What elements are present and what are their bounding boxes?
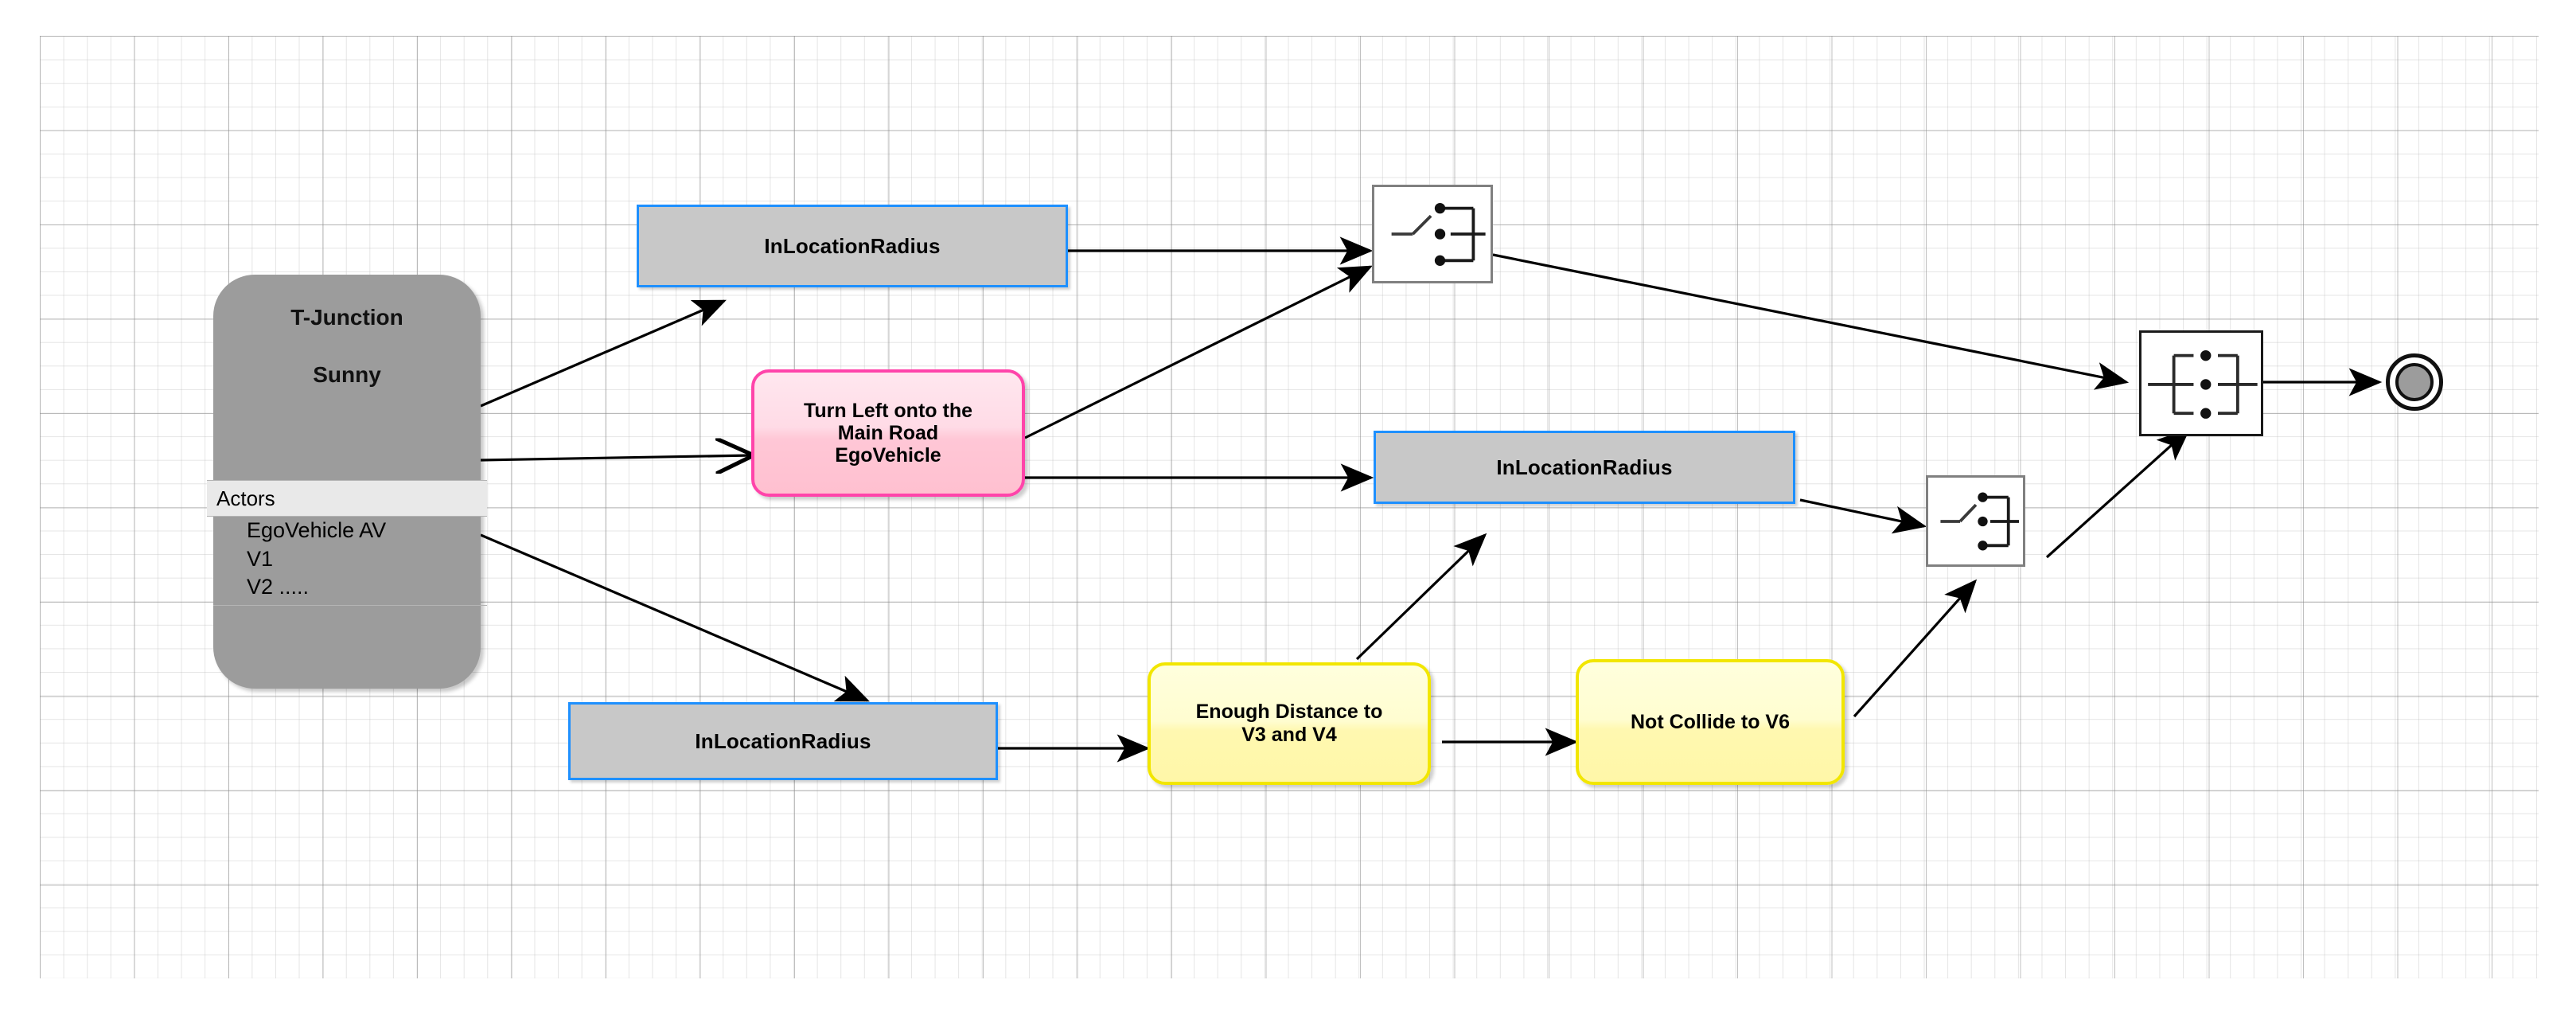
edge-cond-mid-to-gateway-lower <box>1799 498 1927 534</box>
edge-collision-to-gateway-lower <box>1853 579 1978 718</box>
condition-node-inlocationradius-bottom[interactable]: InLocationRadius <box>568 702 998 780</box>
node-label: InLocationRadius <box>764 233 941 258</box>
edge-scenario-to-cond-top <box>480 299 727 408</box>
list-item: V2 ..... <box>247 575 310 599</box>
node-label-line-2: V3 and V4 <box>1241 724 1337 746</box>
list-item: V1 <box>247 546 274 571</box>
condition-node-inlocationradius-top[interactable]: InLocationRadius <box>637 205 1068 287</box>
actors-list: EgoVehicle AV V1 V2 ..... <box>213 517 487 606</box>
merge-icon <box>2148 349 2258 419</box>
node-label-line-3: EgoVehicle <box>835 444 941 467</box>
list-item: EgoVehicle AV <box>247 518 387 542</box>
condition-node-inlocationradius-mid[interactable]: InLocationRadius <box>1374 431 1795 504</box>
end-event-node[interactable] <box>2386 353 2443 411</box>
node-label: InLocationRadius <box>695 728 871 753</box>
actors-section-header: Actors <box>207 480 487 517</box>
node-label-line-1: Not Collide to V6 <box>1631 710 1790 733</box>
edge-distance-to-cond-mid <box>1355 533 1487 661</box>
node-label-line-2: Main Road <box>837 422 939 444</box>
node-label-line-1: Turn Left onto the <box>804 400 972 422</box>
gateway-node-switch-lower[interactable] <box>1926 475 2025 567</box>
constraint-node-not-collide[interactable]: Not Collide to V6 <box>1576 659 1845 785</box>
switch-icon <box>1391 202 1486 266</box>
scenario-header: T-Junction Sunny <box>213 305 481 388</box>
edge-gateway-lower-to-merge <box>2045 427 2191 559</box>
maneuver-node-turn-left[interactable]: Turn Left onto the Main Road EgoVehicle <box>751 369 1025 497</box>
node-label-line-1: Enough Distance to <box>1195 701 1383 724</box>
edge-maneuver-to-gateway-top <box>1024 265 1373 439</box>
scenario-node-t-junction[interactable]: T-Junction Sunny Actors EgoVehicle AV V1… <box>207 275 487 689</box>
node-label: InLocationRadius <box>1496 455 1673 479</box>
constraint-node-enough-distance[interactable]: Enough Distance to V3 and V4 <box>1148 662 1431 785</box>
switch-icon <box>1940 492 2019 551</box>
actors-label: Actors <box>216 486 275 510</box>
edge-gateway-top-to-merge <box>1492 253 2130 390</box>
gateway-node-switch-top[interactable] <box>1372 185 1493 283</box>
scenario-weather: Sunny <box>313 362 381 387</box>
gateway-node-merge[interactable] <box>2139 330 2263 436</box>
edge-scenario-to-maneuver <box>480 455 751 460</box>
grid-background <box>40 36 2539 978</box>
edge-scenario-to-cond-bottom <box>480 533 870 702</box>
end-event-icon <box>2395 363 2434 401</box>
scenario-name: T-Junction <box>290 305 403 330</box>
